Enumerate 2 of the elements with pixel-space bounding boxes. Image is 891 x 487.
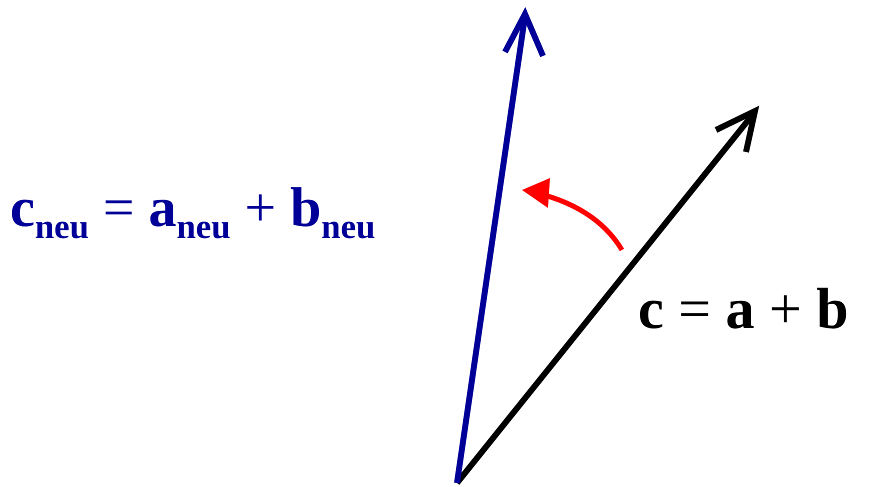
formula-label: c$_{neu}$ = a$_{neu}$ + b$_{neu}$	[10, 180, 376, 245]
formula-label: c = a + b	[638, 280, 848, 338]
